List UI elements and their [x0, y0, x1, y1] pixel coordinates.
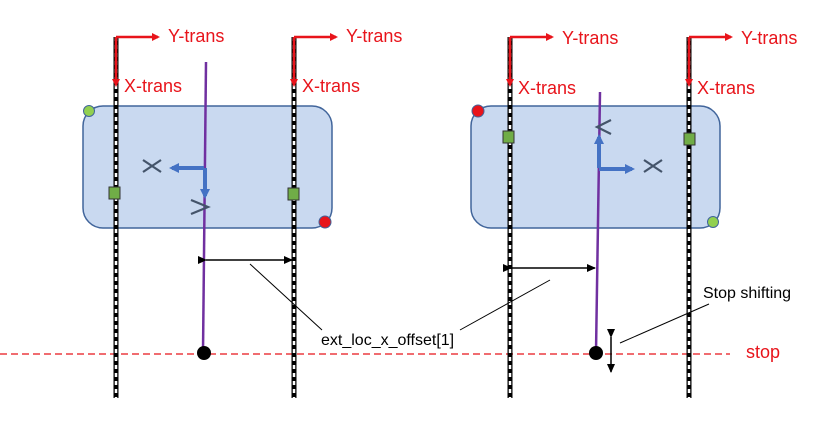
x-trans-label: X-trans	[124, 76, 182, 96]
callout-leader	[619, 303, 710, 344]
x-marker-icon	[142, 159, 162, 173]
left-box	[82, 105, 333, 229]
x-trans-label: X-trans	[302, 76, 360, 96]
green-square-marker	[502, 130, 515, 144]
green-square-marker	[108, 186, 121, 200]
callout-leader	[249, 263, 323, 331]
y-trans-label: Y-trans	[346, 26, 402, 46]
v-marker-icon	[594, 119, 612, 135]
v-marker-icon	[190, 198, 211, 216]
x-marker-icon	[643, 159, 663, 173]
green-square-marker	[287, 187, 300, 201]
stop-label: stop	[746, 342, 780, 362]
green-corner-circle	[83, 105, 95, 117]
purple-path	[201, 61, 208, 353]
callout-leader	[459, 279, 551, 331]
stop-point-dot	[589, 346, 603, 360]
offset-label: ext_loc_x_offset[1]	[321, 332, 454, 349]
right-box	[470, 105, 721, 229]
green-corner-circle	[707, 216, 719, 228]
green-square-marker	[683, 132, 696, 146]
y-trans-label: Y-trans	[741, 28, 797, 48]
red-corner-circle	[318, 215, 332, 229]
stop-point-dot	[197, 346, 211, 360]
x-trans-label: X-trans	[518, 78, 576, 98]
y-trans-label: Y-trans	[562, 28, 618, 48]
red-corner-circle	[471, 104, 485, 118]
stop-shifting-label: Stop shifting	[703, 285, 791, 302]
y-trans-label: Y-trans	[168, 26, 224, 46]
x-trans-label: X-trans	[697, 78, 755, 98]
